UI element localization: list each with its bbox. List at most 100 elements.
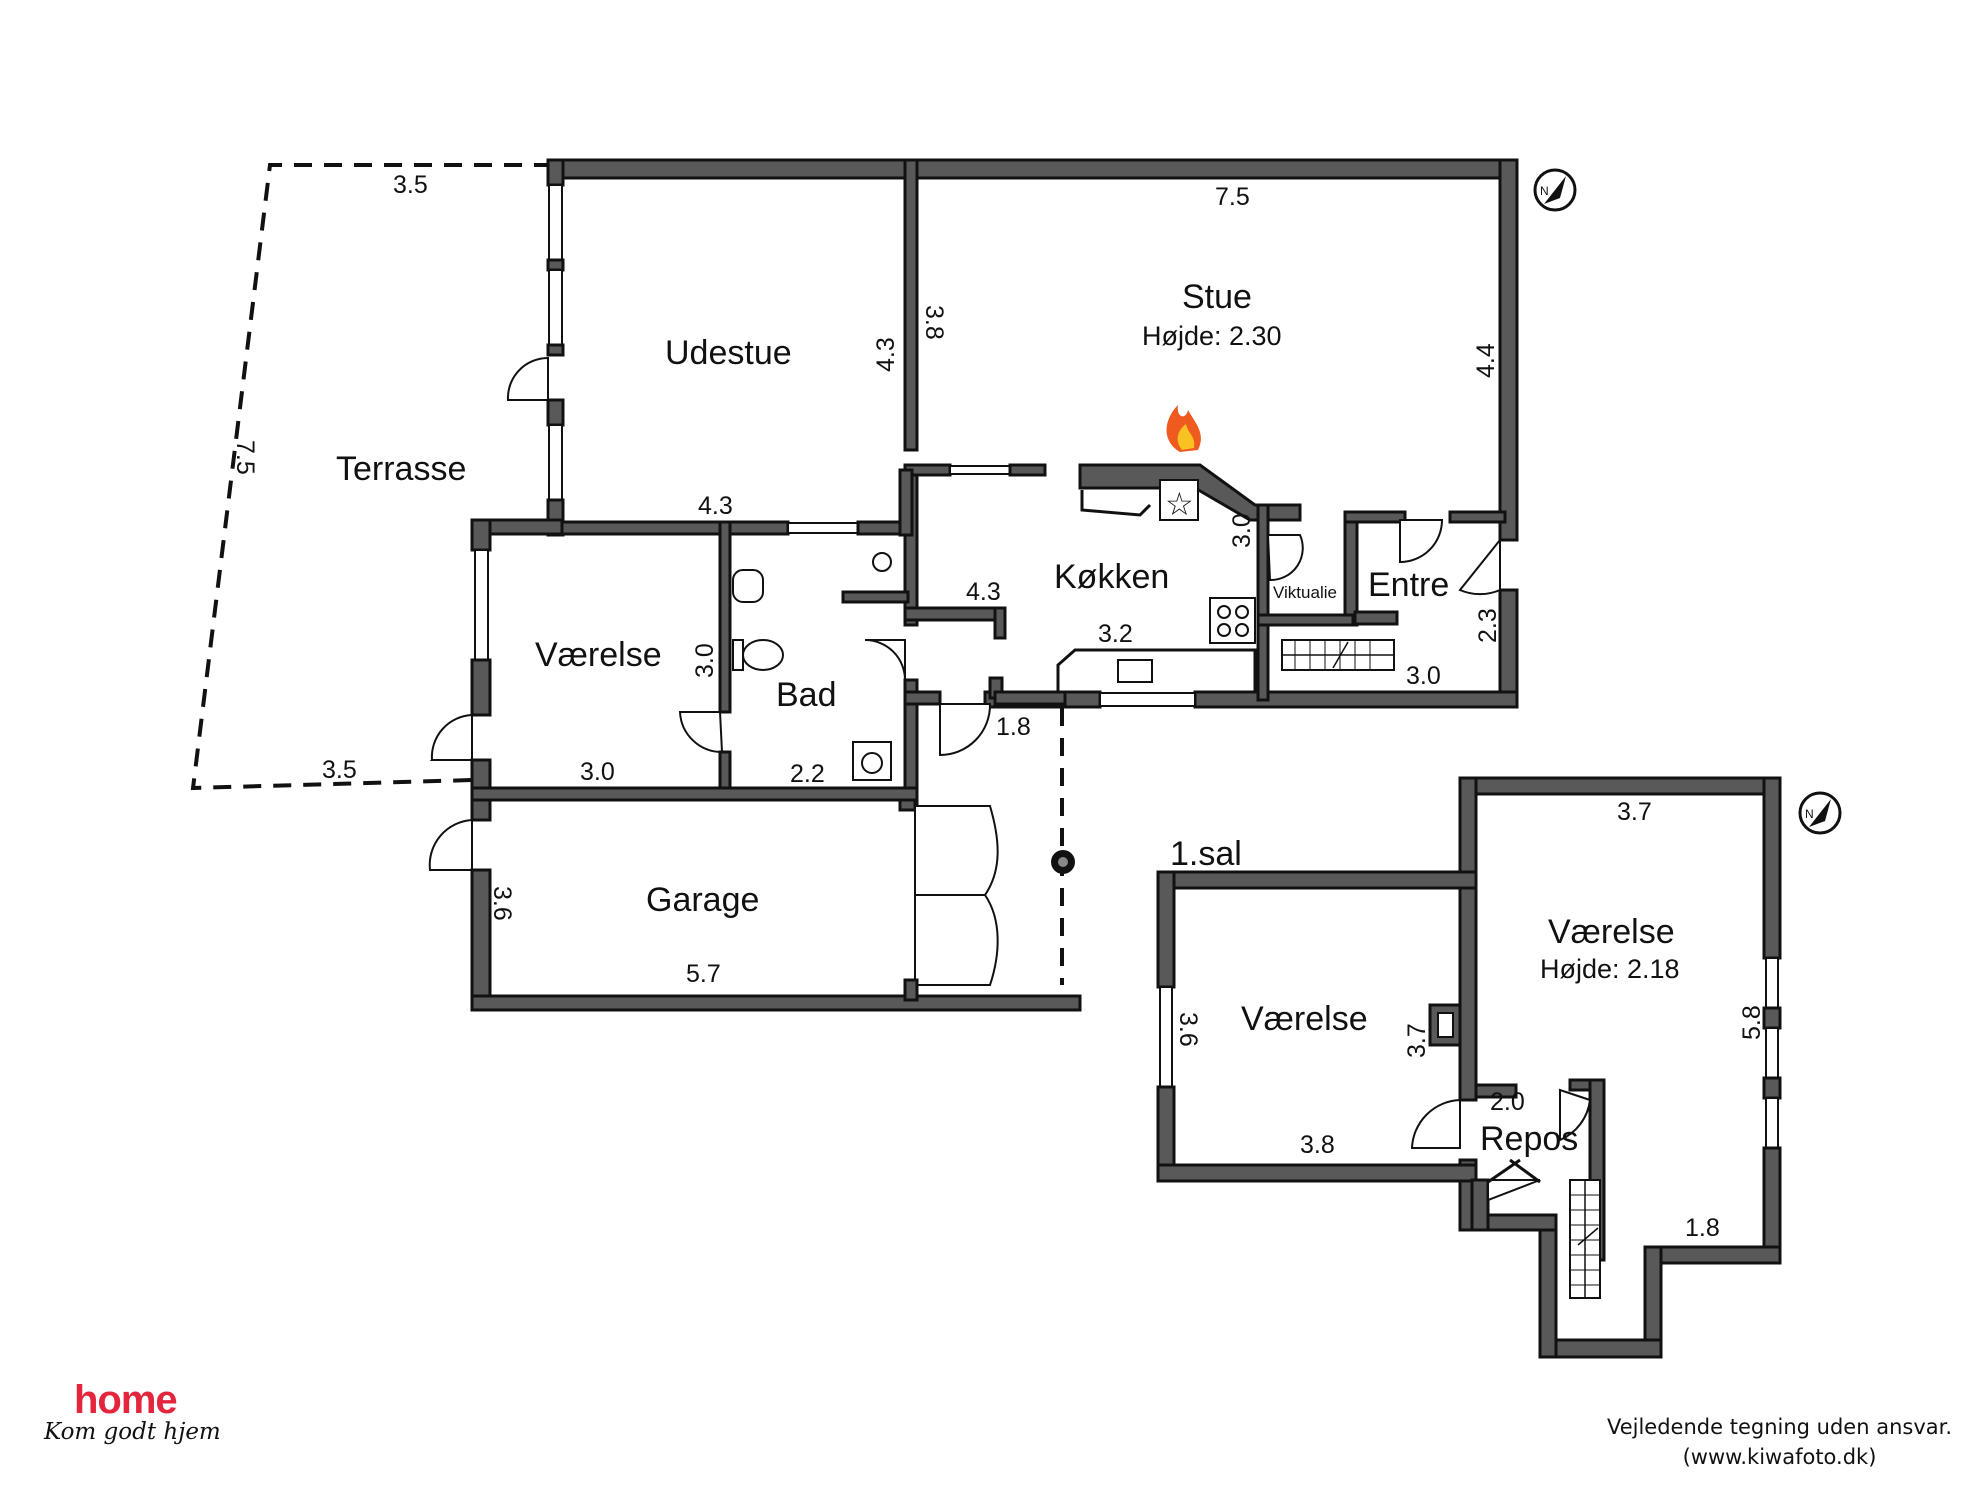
window (548, 184, 563, 261)
wall (898, 468, 914, 537)
svg-text:N: N (1805, 807, 1814, 821)
dimension: 2.0 (1490, 1088, 1525, 1116)
dimension: 1.8 (1685, 1214, 1720, 1242)
wall (718, 750, 732, 794)
dimension: 3.0 (580, 758, 615, 786)
disclaimer-line-1: Vejledende tegning uden ansvar. (1606, 1415, 1952, 1439)
door (1458, 537, 1501, 596)
wall (1568, 1078, 1592, 1092)
wall (1256, 613, 1355, 627)
wall (1538, 1338, 1663, 1359)
dimension: 3.0 (691, 643, 719, 678)
wall (898, 798, 917, 812)
compass-icon: N (1798, 791, 1842, 835)
chimney (1078, 463, 1302, 522)
wall (470, 868, 492, 1012)
wall (546, 158, 1519, 180)
kitchen-counter (1056, 648, 1257, 692)
fireplace-icon (1166, 405, 1201, 452)
wall (1498, 158, 1519, 542)
dimension: 3.5 (322, 756, 357, 784)
room-height-vaerelse: Højde: 2.18 (1540, 954, 1680, 984)
door (1266, 534, 1304, 582)
door (1559, 1088, 1592, 1142)
disclaimer-line-2: (www.kiwafoto.dk) (1682, 1445, 1877, 1469)
star-icon: ☆ (1165, 486, 1194, 522)
window (548, 424, 563, 501)
staircase (1569, 1179, 1601, 1299)
brand-logo: home Kom godt hjem (44, 1378, 244, 1445)
dimension: 2.2 (790, 760, 825, 788)
door (1399, 519, 1444, 564)
dimension: 3.0 (1228, 513, 1256, 548)
window (1765, 957, 1779, 1009)
wall (1343, 510, 1407, 524)
wall (1156, 870, 1478, 890)
logo-text: home (74, 1378, 178, 1422)
dimension: 3.8 (1300, 1131, 1335, 1159)
wall (1762, 1006, 1782, 1030)
room-label-stue: Stue (1182, 278, 1252, 316)
wall (1762, 776, 1782, 960)
door (939, 703, 992, 757)
dimension: 3.0 (1406, 662, 1441, 690)
wall (993, 606, 1007, 640)
wall (1643, 1245, 1782, 1265)
wall (470, 658, 492, 717)
wall (1538, 1213, 1558, 1359)
wall (903, 690, 942, 706)
door (914, 894, 999, 986)
svg-text:N: N (1540, 184, 1549, 198)
dimension: 3.5 (393, 171, 428, 199)
dimension: 5.8 (1738, 1005, 1766, 1040)
tagline: Kom godt hjem (44, 1419, 221, 1445)
room-label-entre: Entre (1368, 566, 1449, 604)
wall (841, 590, 910, 604)
first-floor: 1.sal (1156, 776, 1842, 1359)
ground-floor: ☆ (190, 158, 1577, 1012)
stove-block (1159, 479, 1199, 521)
window (787, 522, 859, 534)
dimension: 3.7 (1617, 798, 1652, 826)
dimension: 4.3 (698, 492, 733, 520)
door (1410, 1098, 1461, 1149)
dimension: 4.4 (1472, 343, 1500, 378)
toilet-icon (742, 639, 784, 671)
door (914, 805, 999, 896)
wall (546, 520, 790, 536)
wall (1156, 1163, 1478, 1183)
room-label-vaerelse-1: Værelse (1241, 1000, 1368, 1038)
dimension: 3.6 (1174, 1012, 1202, 1047)
window (1765, 1027, 1779, 1079)
wall (1762, 1076, 1782, 1100)
wall (718, 520, 732, 714)
dimension: 7.5 (1215, 183, 1250, 211)
wall (1256, 503, 1270, 702)
wall (546, 258, 565, 272)
wall (470, 786, 919, 802)
dimension: 7.5 (231, 440, 259, 475)
door (506, 356, 549, 401)
wall (1008, 463, 1047, 477)
door (864, 639, 906, 681)
disclaimer: Vejledende tegning uden ansvar. (www.kiw… (1607, 1412, 1952, 1472)
room-label-repos: Repos (1480, 1120, 1578, 1158)
room-label-koekken: Køkken (1054, 558, 1169, 596)
room-label-bad: Bad (776, 676, 837, 714)
dimension: 5.7 (686, 960, 721, 988)
staircase (1281, 639, 1395, 671)
floor-label: 1.sal (1170, 835, 1242, 873)
dimension: 1.8 (996, 713, 1031, 741)
wall (1156, 870, 1176, 989)
compass-icon: N (1533, 168, 1577, 212)
door (678, 711, 724, 754)
wall (546, 343, 565, 357)
window (474, 549, 489, 661)
room-label-udestue: Udestue (665, 334, 792, 372)
dimension: 4.3 (966, 578, 1001, 606)
room-label-vaerelse: Værelse (535, 636, 662, 674)
wall (470, 518, 492, 552)
window (1099, 692, 1196, 707)
sink-icon (732, 569, 764, 603)
wall (903, 158, 919, 452)
